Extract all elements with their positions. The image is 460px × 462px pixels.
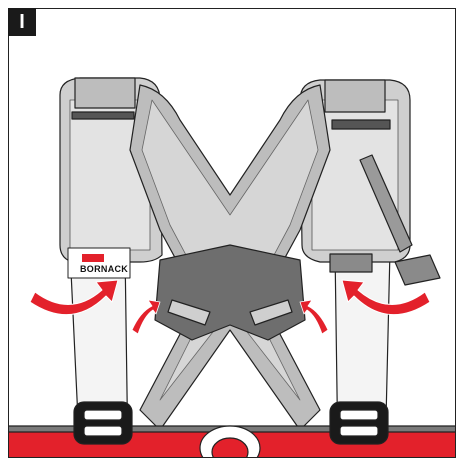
left-pad-top-strap <box>75 78 135 108</box>
brand-label-red <box>82 254 104 262</box>
right-buckle-icon <box>330 402 388 444</box>
left-pad-band <box>72 112 134 119</box>
center-ring-red <box>212 438 248 462</box>
right-buckle-tab <box>330 254 372 272</box>
left-buckle-icon <box>74 402 132 444</box>
right-pad-top-strap <box>325 80 385 112</box>
right-pad-band <box>332 120 390 129</box>
step-badge: I <box>8 8 36 36</box>
brand-label: BORNACK <box>80 264 128 274</box>
